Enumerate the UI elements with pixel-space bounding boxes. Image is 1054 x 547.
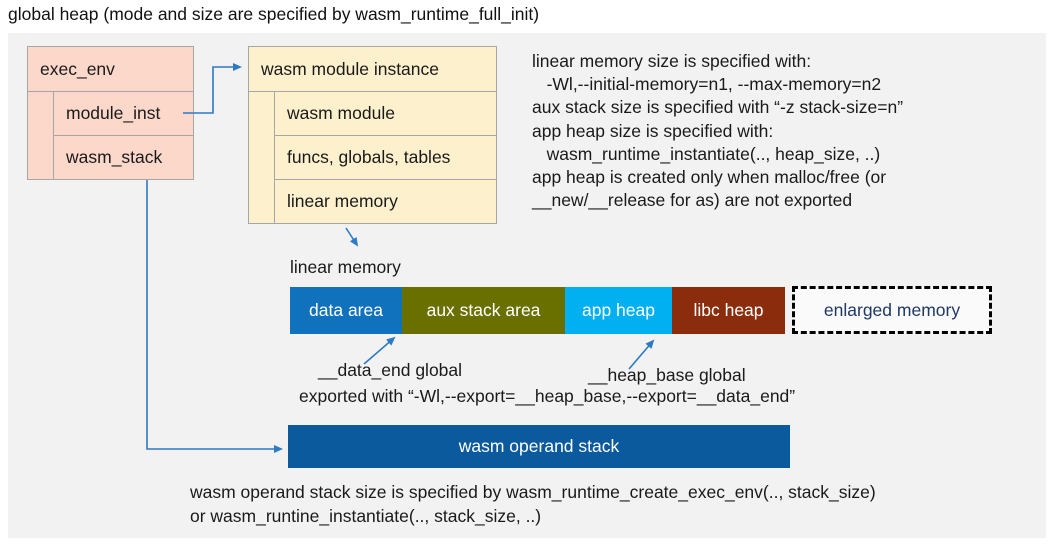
- note-line: app heap is created only when malloc/fre…: [532, 167, 887, 188]
- operand-stack-notes: wasm operand stack size is specified by …: [190, 480, 876, 528]
- module-instance-rows: wasm module funcs, globals, tables linea…: [274, 92, 496, 223]
- data-end-global-label: __data_end global: [318, 360, 463, 380]
- page-title: global heap (mode and size are specified…: [8, 4, 540, 24]
- module-instance-row-funcs-globals-tables: funcs, globals, tables: [275, 136, 496, 180]
- linear-memory-label: linear memory: [290, 257, 401, 277]
- note-line: -Wl,--initial-memory=n1, --max-memory=n2: [532, 74, 882, 95]
- note-line: aux stack size is specified with “-z sta…: [532, 97, 904, 118]
- memory-segment-libc-heap: libc heap: [672, 287, 785, 334]
- exec-env-box: exec_env module_inst wasm_stack: [27, 46, 194, 180]
- note-line: wasm_runtime_instantiate(.., heap_size, …: [532, 143, 881, 164]
- exec-env-header: exec_env: [28, 47, 193, 92]
- exec-env-rows: module_inst wasm_stack: [53, 92, 193, 179]
- linear-memory-bar: data area aux stack area app heap libc h…: [290, 287, 785, 334]
- memory-segment-app-heap: app heap: [565, 287, 672, 334]
- footer-line: wasm operand stack size is specified by …: [190, 482, 876, 502]
- wasm-operand-stack-bar: wasm operand stack: [288, 425, 790, 468]
- module-instance-header: wasm module instance: [249, 47, 496, 92]
- heap-base-global-label: __heap_base global: [588, 365, 746, 385]
- note-line: app heap size is specified with:: [532, 120, 774, 141]
- memory-segment-aux-stack-area: aux stack area: [402, 287, 565, 334]
- exported-with-label: exported with “-Wl,--export=__heap_base,…: [299, 386, 796, 406]
- module-instance-box: wasm module instance wasm module funcs, …: [248, 46, 497, 224]
- note-line: __new/__release for as) are not exported: [532, 190, 853, 211]
- module-instance-row-linear-memory: linear memory: [287, 191, 398, 211]
- exec-env-row-module-inst: module_inst: [54, 92, 193, 136]
- exec-env-row-wasm-stack: wasm_stack: [66, 147, 163, 167]
- memory-segment-data-area: data area: [290, 287, 402, 334]
- memory-segment-enlarged-memory: enlarged memory: [792, 286, 992, 334]
- note-line: linear memory size is specified with:: [532, 51, 812, 71]
- memory-size-notes: linear memory size is specified with: -W…: [532, 50, 903, 212]
- module-instance-row-wasm-module: wasm module: [275, 92, 496, 136]
- footer-line: or wasm_runtine_instantiate(.., stack_si…: [190, 506, 542, 526]
